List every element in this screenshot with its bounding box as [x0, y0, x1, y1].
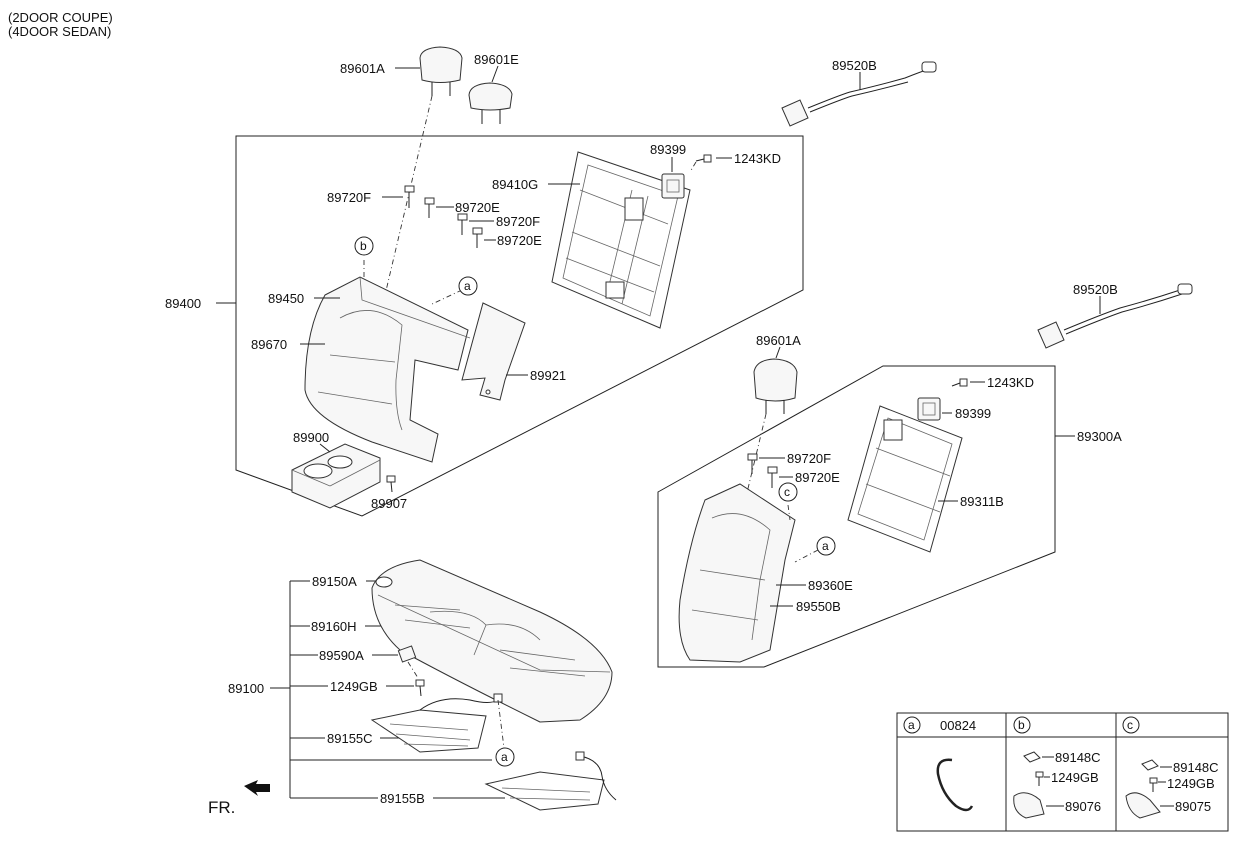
legend-c-key: c — [1127, 718, 1133, 732]
legend-b-key: b — [1018, 718, 1025, 732]
group-89400-frame — [235, 135, 804, 517]
legend-b-item-3: 89076 — [1065, 799, 1101, 814]
cable-89520b-mid — [1037, 283, 1193, 349]
label-89720f-c: 89720F — [787, 451, 831, 466]
callout-c-marker-1 — [778, 482, 798, 502]
label-89900: 89900 — [293, 430, 329, 445]
label-1243kd-top: 1243KD — [734, 151, 781, 166]
legend-a-marker — [903, 716, 921, 734]
legend-table — [896, 712, 1229, 832]
label-89410g: 89410G — [492, 177, 538, 192]
callout-b: b — [360, 239, 367, 253]
legend-b-item-2: 1249GB — [1051, 770, 1099, 785]
legend-b-marker — [1013, 716, 1031, 734]
legend-a-key: a — [908, 718, 915, 732]
mat-89155c — [370, 693, 503, 753]
bracket-89590a — [397, 645, 417, 663]
seatback-89360e — [678, 483, 796, 663]
label-89907: 89907 — [371, 496, 407, 511]
group-89300a-frame — [657, 365, 1056, 668]
frame-89410g — [551, 151, 691, 329]
callout-b-marker — [354, 236, 374, 256]
label-89100: 89100 — [228, 681, 264, 696]
label-1243kd-mid: 1243KD — [987, 375, 1034, 390]
cable-89520b-top — [781, 61, 937, 127]
callout-a-marker-2 — [816, 536, 836, 556]
clip-00824 — [936, 758, 974, 812]
armrest-89900 — [291, 443, 381, 509]
frame-89311b — [847, 405, 963, 553]
pin-89720e-c — [767, 466, 778, 488]
label-89311b: 89311B — [960, 494, 1004, 509]
legend-a-part: 00824 — [940, 718, 976, 733]
headrest-89601e — [468, 82, 513, 124]
latch-cover-89399-top — [661, 173, 685, 199]
legend-b-parts — [1013, 751, 1045, 819]
callout-a-3: a — [501, 750, 508, 764]
legend-c-marker — [1122, 716, 1140, 734]
latch-cover-89399-mid — [917, 397, 941, 421]
label-89155c: 89155C — [327, 731, 373, 746]
callout-a-marker-3 — [495, 747, 515, 767]
bracket-89921 — [461, 302, 526, 401]
label-1249gb: 1249GB — [330, 679, 378, 694]
label-89399-top: 89399 — [650, 142, 686, 157]
seatback-89670 — [304, 276, 471, 463]
legend-b-item-1: 89148C — [1055, 750, 1101, 765]
label-89590a: 89590A — [319, 648, 364, 663]
label-89601e: 89601E — [474, 52, 519, 67]
header-coupe: (2DOOR COUPE) — [8, 10, 113, 25]
callout-a-marker-1 — [458, 276, 478, 296]
label-89720e-c: 89720E — [795, 470, 840, 485]
legend-c-item-3: 89075 — [1175, 799, 1211, 814]
label-89601a-top: 89601A — [340, 61, 385, 76]
headrest-89601a-mid — [753, 358, 798, 414]
label-89921: 89921 — [530, 368, 566, 383]
label-89400: 89400 — [165, 296, 201, 311]
legend-c-parts — [1125, 759, 1161, 819]
seat-cushion-89160h — [371, 559, 613, 723]
front-direction-arrow-icon — [244, 780, 270, 796]
pin-89720e-b — [472, 227, 483, 248]
label-89720e-a: 89720E — [455, 200, 500, 215]
callout-a-1: a — [464, 279, 471, 293]
label-89360e: 89360E — [808, 578, 853, 593]
mat-89155b — [484, 751, 617, 811]
bolt-1249gb — [415, 679, 425, 697]
callout-a-2: a — [822, 539, 829, 553]
headrest-89601a — [419, 46, 463, 96]
pin-89720e-a — [424, 197, 435, 218]
bolt-1243kd-top — [695, 154, 712, 163]
label-89155b: 89155B — [380, 791, 425, 806]
header-sedan: (4DOOR SEDAN) — [8, 24, 112, 39]
front-marker: FR. — [208, 798, 235, 817]
legend-c-item-1: 89148C — [1173, 760, 1219, 775]
label-89550b: 89550B — [796, 599, 841, 614]
label-89601a-mid: 89601A — [756, 333, 801, 348]
callout-c-1: c — [784, 485, 790, 499]
label-89520b-top: 89520B — [832, 58, 877, 73]
pin-89720f-b — [457, 213, 468, 235]
label-89150a: 89150A — [312, 574, 357, 589]
pin-89720f-a — [404, 185, 415, 208]
label-89520b-mid: 89520B — [1073, 282, 1118, 297]
label-89399-mid: 89399 — [955, 406, 991, 421]
label-89720f-b: 89720F — [496, 214, 540, 229]
bolt-89907 — [386, 475, 396, 493]
pin-89720f-c — [747, 453, 758, 474]
label-89720f-a: 89720F — [327, 190, 371, 205]
label-89720e-b: 89720E — [497, 233, 542, 248]
label-89450: 89450 — [268, 291, 304, 306]
legend-c-item-2: 1249GB — [1167, 776, 1215, 791]
label-89160h: 89160H — [311, 619, 357, 634]
label-89300a: 89300A — [1077, 429, 1122, 444]
label-89670: 89670 — [251, 337, 287, 352]
bolt-1243kd-mid — [951, 378, 968, 387]
